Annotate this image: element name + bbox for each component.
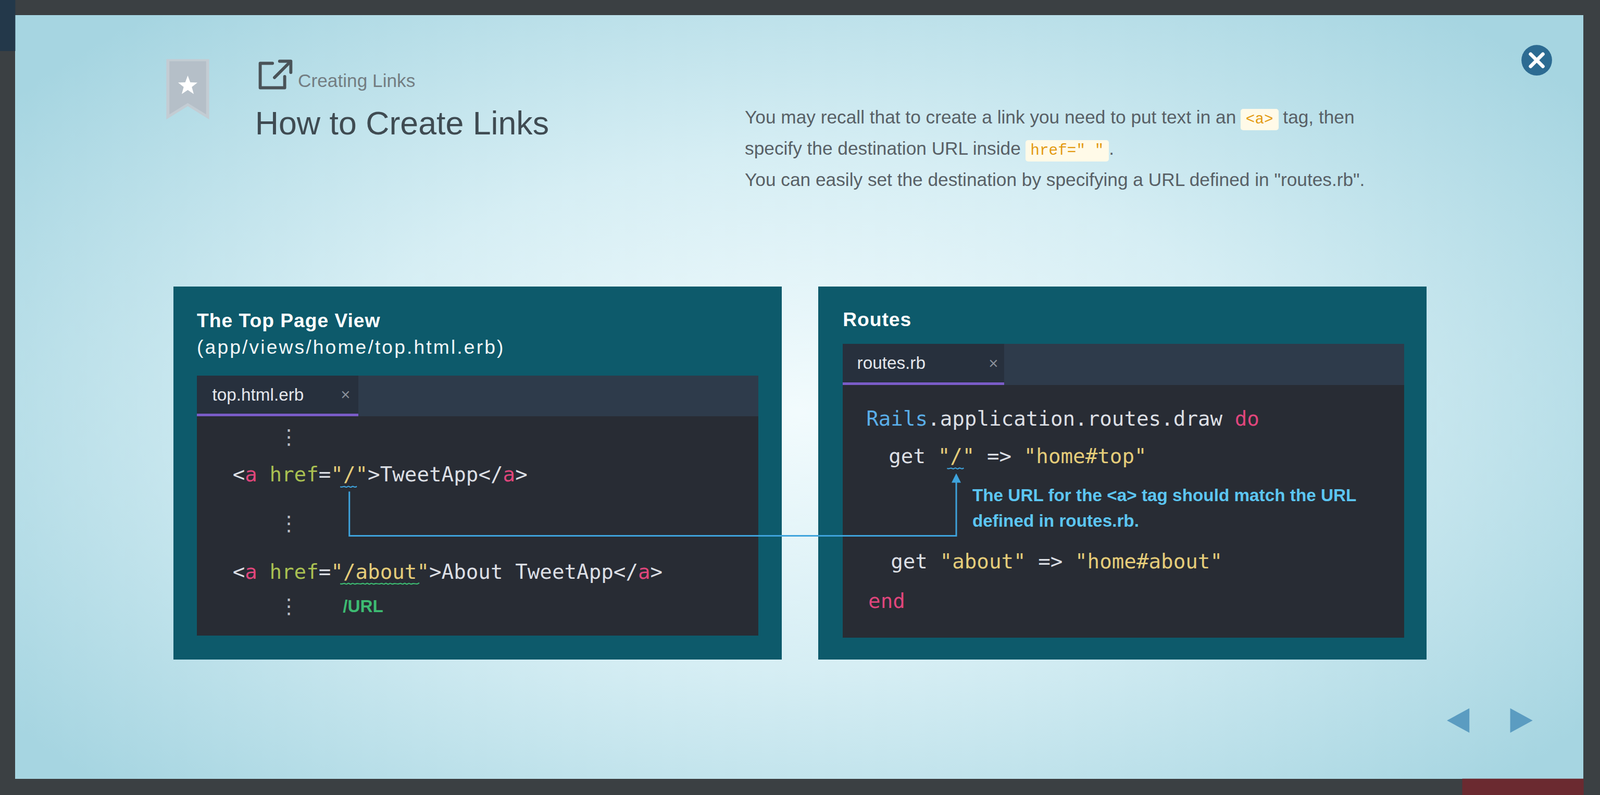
code-token: get xyxy=(888,444,926,468)
section-kicker: Creating Links xyxy=(297,69,416,92)
code-token: . xyxy=(1160,406,1174,431)
code-token: = xyxy=(318,462,332,486)
code-line: <a href="/about">About TweetApp</a> xyxy=(232,559,664,584)
code-line: end xyxy=(868,588,906,614)
background-button xyxy=(1462,778,1584,795)
wavy-underline xyxy=(340,582,420,584)
inline-code: href=" " xyxy=(1025,140,1110,162)
side-strip xyxy=(0,0,16,52)
code-token: routes xyxy=(1087,406,1162,431)
code-token: application xyxy=(940,406,1075,431)
code-token: do xyxy=(1234,406,1260,431)
code-editor: top.html.erb×⋮<a href="/">TweetApp</a>⋮<… xyxy=(196,375,758,636)
bookmark-icon xyxy=(166,59,209,120)
code-token: > xyxy=(367,462,381,486)
code-token: a xyxy=(244,462,258,486)
code-token xyxy=(927,549,941,573)
code-token xyxy=(257,462,270,486)
code-token: a xyxy=(244,559,258,584)
code-editor: routes.rb × Rails.application.routes.draw … xyxy=(842,343,1404,638)
code-token: TweetApp xyxy=(515,559,614,584)
tab-close: × xyxy=(988,353,998,374)
code-token: get xyxy=(890,549,928,573)
intro-paragraph: You may recall that to create a link you… xyxy=(744,103,1398,195)
panel-heading: The Top Page View xyxy=(196,308,381,333)
code-token xyxy=(925,444,939,468)
intro-text: You can easily set the destination by sp… xyxy=(744,169,1365,190)
code-token: Rails xyxy=(866,406,928,431)
code-token: About xyxy=(441,559,504,584)
code-token: a xyxy=(503,462,516,486)
code-line: get "/" => "home#top" xyxy=(888,443,1147,469)
inline-code: <a> xyxy=(1240,108,1279,131)
url-note: /URL xyxy=(342,595,384,617)
code-token: . xyxy=(1075,406,1088,431)
paragraph: You may recall that to create a link you… xyxy=(744,103,1398,166)
code-token: TweetApp xyxy=(380,462,479,486)
code-token: a xyxy=(638,559,651,584)
prev-arrow xyxy=(1446,707,1470,733)
code-token: = xyxy=(318,559,332,584)
code-token: > xyxy=(429,559,442,584)
paragraph: You can easily set the destination by sp… xyxy=(744,165,1398,195)
routes-panel: Routesroutes.rb×Rails.application.routes… xyxy=(818,286,1427,659)
ellipsis: ⋮ xyxy=(278,424,299,449)
code-line: Rails.application.routes.draw do xyxy=(866,406,1260,431)
view-panel: The Top Page View(app/views/home/top.htm… xyxy=(173,286,782,659)
tab-label: top.html.erb xyxy=(211,384,304,406)
code-token: </ xyxy=(613,559,639,584)
intro-text: . xyxy=(1108,138,1115,159)
file-path: (app/views/home/top.html.erb) xyxy=(196,335,506,359)
code-token: "/" xyxy=(938,444,975,468)
tab-close: × xyxy=(340,384,350,405)
wavy-underline xyxy=(340,486,357,488)
ellipsis: ⋮ xyxy=(278,510,299,536)
code-token: > xyxy=(515,462,528,486)
leader-line xyxy=(349,475,957,536)
code-token xyxy=(503,559,516,584)
panel-heading: Routes xyxy=(842,307,912,332)
code-token: "about" xyxy=(940,549,1027,573)
code-token: => xyxy=(974,444,1024,468)
code-line: <a href="/">TweetApp</a> xyxy=(232,461,528,487)
code-token: "/about" xyxy=(330,559,430,584)
code-token: href xyxy=(269,462,319,486)
code-token: . xyxy=(927,406,941,431)
intro-text: You may recall that to create a link you… xyxy=(744,106,1236,128)
code-token: "home#top" xyxy=(1023,444,1147,468)
code-token xyxy=(257,559,270,584)
code-token: end xyxy=(868,589,906,613)
code-token: => xyxy=(1026,549,1075,573)
callout-note: The URL for the <a> tag should match the… xyxy=(972,482,1360,534)
code-token: > xyxy=(650,559,664,584)
code-line: get "about" => "home#about" xyxy=(890,548,1223,574)
tab-label: routes.rb xyxy=(857,352,926,374)
ellipsis: ⋮ xyxy=(278,593,299,619)
code-token: </ xyxy=(478,462,503,486)
code-token: "/" xyxy=(330,462,368,486)
external-link-icon xyxy=(260,61,292,89)
next-arrow xyxy=(1510,707,1533,733)
code-token: draw xyxy=(1173,406,1223,431)
wavy-underline xyxy=(946,467,964,469)
close-button xyxy=(1521,44,1553,76)
code-token: < xyxy=(232,559,246,584)
code-token: < xyxy=(232,462,246,486)
code-token: "home#about" xyxy=(1075,549,1223,573)
code-token: href xyxy=(269,559,319,584)
slide-title: How to Create Links xyxy=(255,103,549,143)
code-token xyxy=(1222,406,1235,431)
